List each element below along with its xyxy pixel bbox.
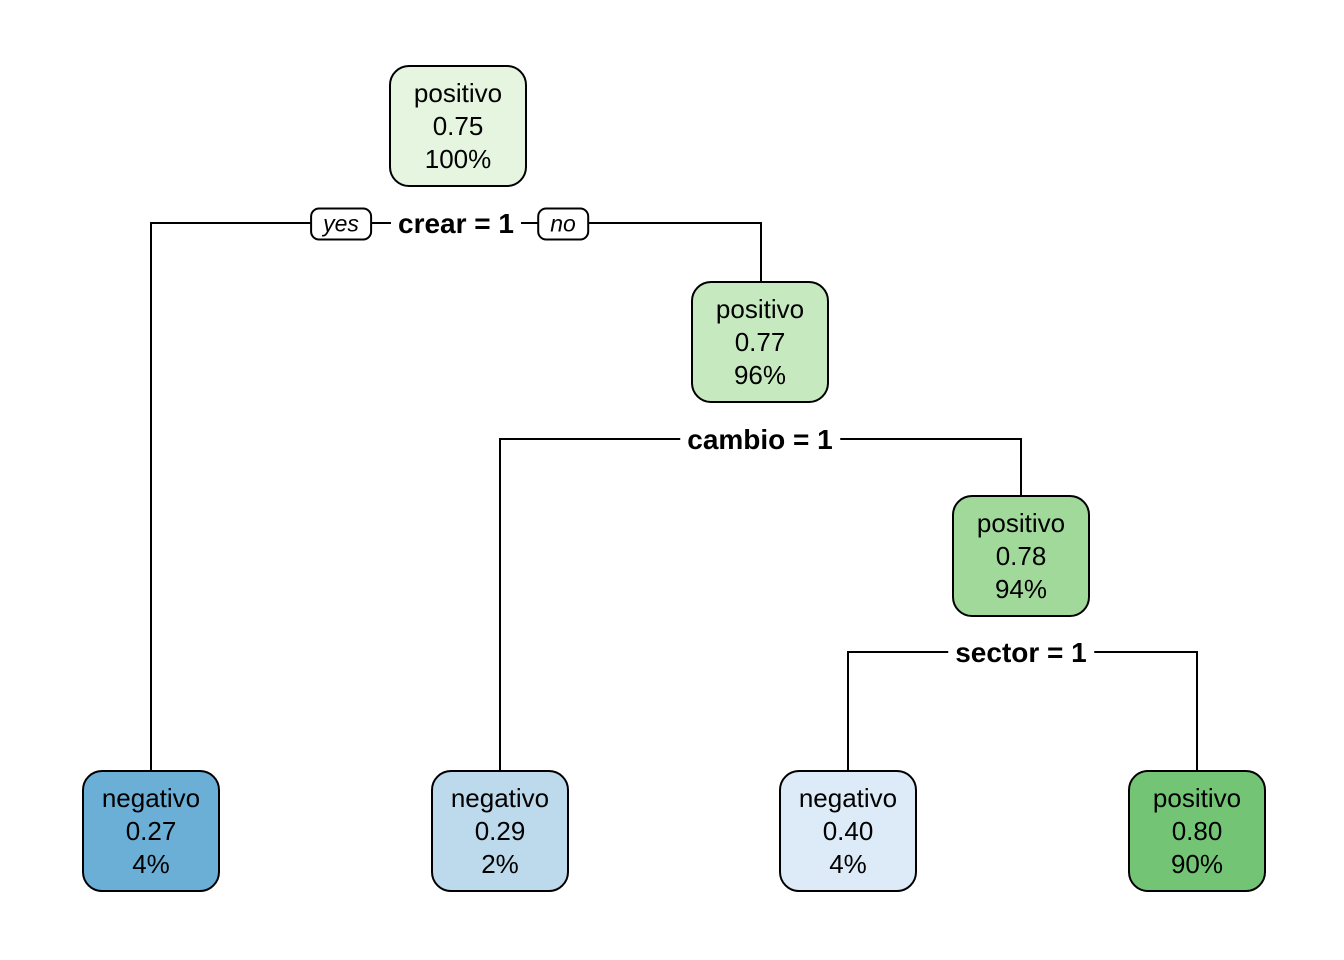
node-coverage: 4% [829,848,867,879]
node-class-label: positivo [715,293,805,324]
tree-leaf-positivo-080: positivo 0.80 90% [1128,770,1266,892]
node-probability: 0.80 [1171,815,1223,846]
node-class-label: positivo [413,77,503,108]
node-probability: 0.29 [474,815,526,846]
node-probability: 0.27 [125,815,177,846]
split-label-cambio: cambio = 1 [680,423,840,457]
tree-node-internal-positivo-077: positivo 0.77 96% [691,281,829,403]
node-coverage: 100% [424,143,492,174]
branch-line-sector-yes-vertical [847,651,849,772]
node-coverage: 96% [733,359,787,390]
node-coverage: 2% [481,848,519,879]
node-probability: 0.40 [822,815,874,846]
node-probability: 0.78 [995,540,1047,571]
tree-node-root: positivo 0.75 100% [389,65,527,187]
node-class-label: negativo [450,782,550,813]
node-coverage: 94% [994,573,1048,604]
node-class-label: positivo [1152,782,1242,813]
node-class-label: negativo [798,782,898,813]
branch-line-sector-no-vertical [1196,651,1198,772]
branch-line-cambio-no-vertical [1020,438,1022,496]
tree-node-internal-positivo-078: positivo 0.78 94% [952,495,1090,617]
branch-tag-no: no [537,207,589,241]
tree-leaf-negativo-040: negativo 0.40 4% [779,770,917,892]
split-label-sector: sector = 1 [948,636,1094,670]
node-probability: 0.75 [432,110,484,141]
node-class-label: negativo [101,782,201,813]
tree-leaf-negativo-029: negativo 0.29 2% [431,770,569,892]
tree-leaf-negativo-027: negativo 0.27 4% [82,770,220,892]
branch-line-crear-yes-vertical [150,222,152,772]
split-label-crear: crear = 1 [391,207,521,241]
node-class-label: positivo [976,507,1066,538]
branch-tag-yes: yes [310,207,372,241]
node-coverage: 4% [132,848,170,879]
branch-line-crear-no-vertical [760,222,762,282]
node-coverage: 90% [1170,848,1224,879]
node-probability: 0.77 [734,326,786,357]
branch-line-cambio-yes-vertical [499,438,501,772]
